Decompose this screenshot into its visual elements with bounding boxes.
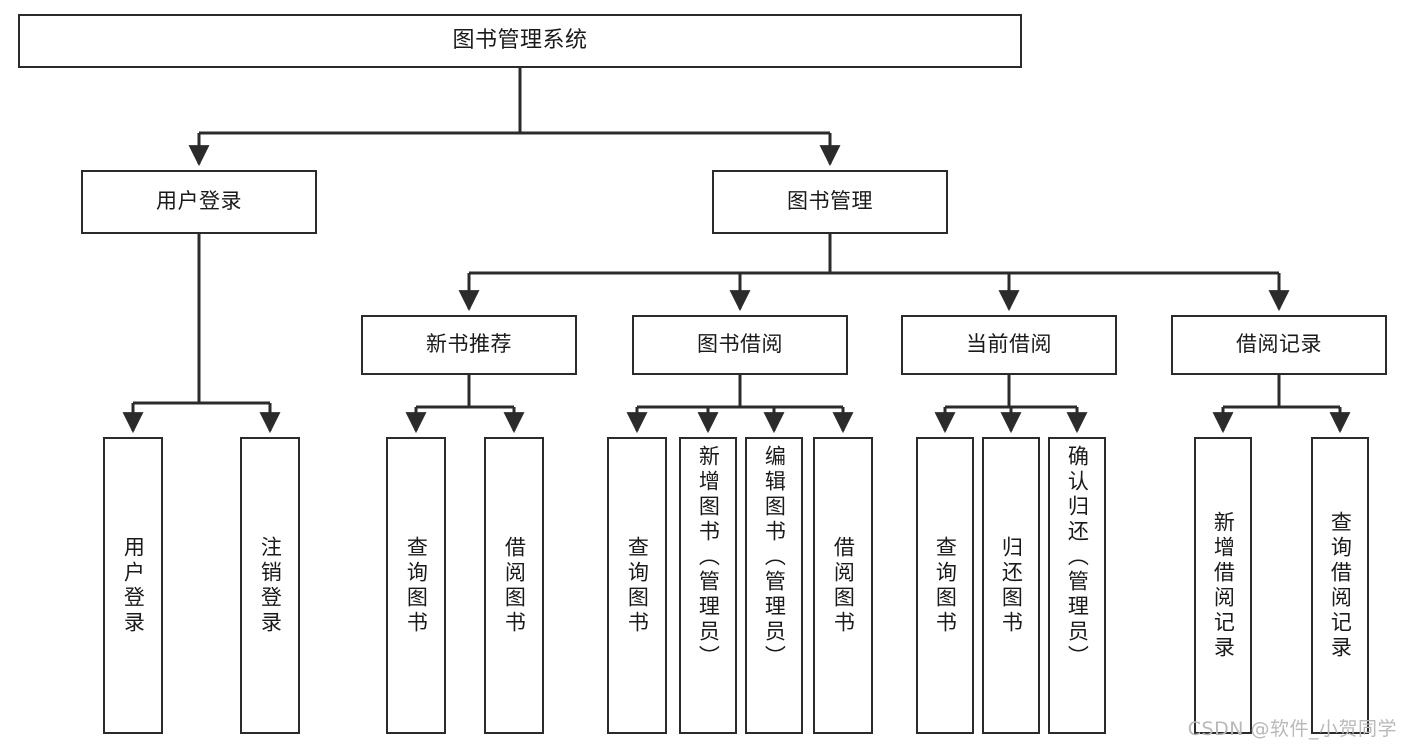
node-leaf-return-book-label: 归还图书 bbox=[999, 535, 1024, 636]
node-user-login[interactable]: 用户登录 bbox=[81, 170, 317, 234]
node-borrow-record[interactable]: 借阅记录 bbox=[1171, 315, 1387, 375]
node-leaf-query-record[interactable]: 查询借阅记录 bbox=[1311, 437, 1369, 734]
node-leaf-query-book-3-label: 查询图书 bbox=[933, 535, 958, 636]
node-book-manage[interactable]: 图书管理 bbox=[712, 170, 948, 234]
node-leaf-logout-login[interactable]: 注销登录 bbox=[240, 437, 300, 734]
node-leaf-borrow-book-2[interactable]: 借阅图书 bbox=[813, 437, 873, 734]
node-leaf-query-book-2[interactable]: 查询图书 bbox=[607, 437, 667, 734]
node-leaf-return-book[interactable]: 归还图书 bbox=[982, 437, 1040, 734]
watermark-text: CSDN @软件_小贺同学 bbox=[1187, 718, 1397, 740]
node-current-borrow-label: 当前借阅 bbox=[966, 332, 1052, 357]
node-leaf-add-book-label: 新增图书（管理员） bbox=[696, 445, 721, 670]
node-current-borrow[interactable]: 当前借阅 bbox=[901, 315, 1117, 375]
node-leaf-edit-book-label: 编辑图书（管理员） bbox=[762, 445, 787, 670]
node-leaf-query-book-1-label: 查询图书 bbox=[404, 535, 429, 636]
node-leaf-user-login[interactable]: 用户登录 bbox=[103, 437, 163, 734]
node-leaf-logout-login-label: 注销登录 bbox=[258, 535, 283, 636]
node-leaf-confirm-return-label: 确认归还（管理员） bbox=[1065, 445, 1090, 670]
node-leaf-edit-book[interactable]: 编辑图书（管理员） bbox=[745, 437, 803, 734]
node-leaf-query-record-label: 查询借阅记录 bbox=[1328, 510, 1353, 661]
node-leaf-add-book[interactable]: 新增图书（管理员） bbox=[679, 437, 737, 734]
node-leaf-borrow-book-1[interactable]: 借阅图书 bbox=[484, 437, 544, 734]
node-leaf-user-login-label: 用户登录 bbox=[121, 535, 146, 636]
node-leaf-borrow-book-2-label: 借阅图书 bbox=[831, 535, 856, 636]
node-leaf-add-record-label: 新增借阅记录 bbox=[1211, 510, 1236, 661]
node-borrow-record-label: 借阅记录 bbox=[1236, 332, 1322, 357]
node-root-label: 图书管理系统 bbox=[452, 27, 588, 53]
node-user-login-label: 用户登录 bbox=[156, 189, 242, 214]
node-root[interactable]: 图书管理系统 bbox=[18, 14, 1022, 68]
node-leaf-add-record[interactable]: 新增借阅记录 bbox=[1194, 437, 1252, 734]
node-book-borrow-label: 图书借阅 bbox=[697, 332, 783, 357]
node-leaf-confirm-return[interactable]: 确认归还（管理员） bbox=[1048, 437, 1106, 734]
node-leaf-query-book-1[interactable]: 查询图书 bbox=[386, 437, 446, 734]
node-book-manage-label: 图书管理 bbox=[787, 189, 873, 214]
node-leaf-borrow-book-1-label: 借阅图书 bbox=[502, 535, 527, 636]
node-new-book-rec[interactable]: 新书推荐 bbox=[361, 315, 577, 375]
node-new-book-rec-label: 新书推荐 bbox=[426, 332, 512, 357]
node-book-borrow[interactable]: 图书借阅 bbox=[632, 315, 848, 375]
node-leaf-query-book-2-label: 查询图书 bbox=[625, 535, 650, 636]
node-leaf-query-book-3[interactable]: 查询图书 bbox=[916, 437, 974, 734]
